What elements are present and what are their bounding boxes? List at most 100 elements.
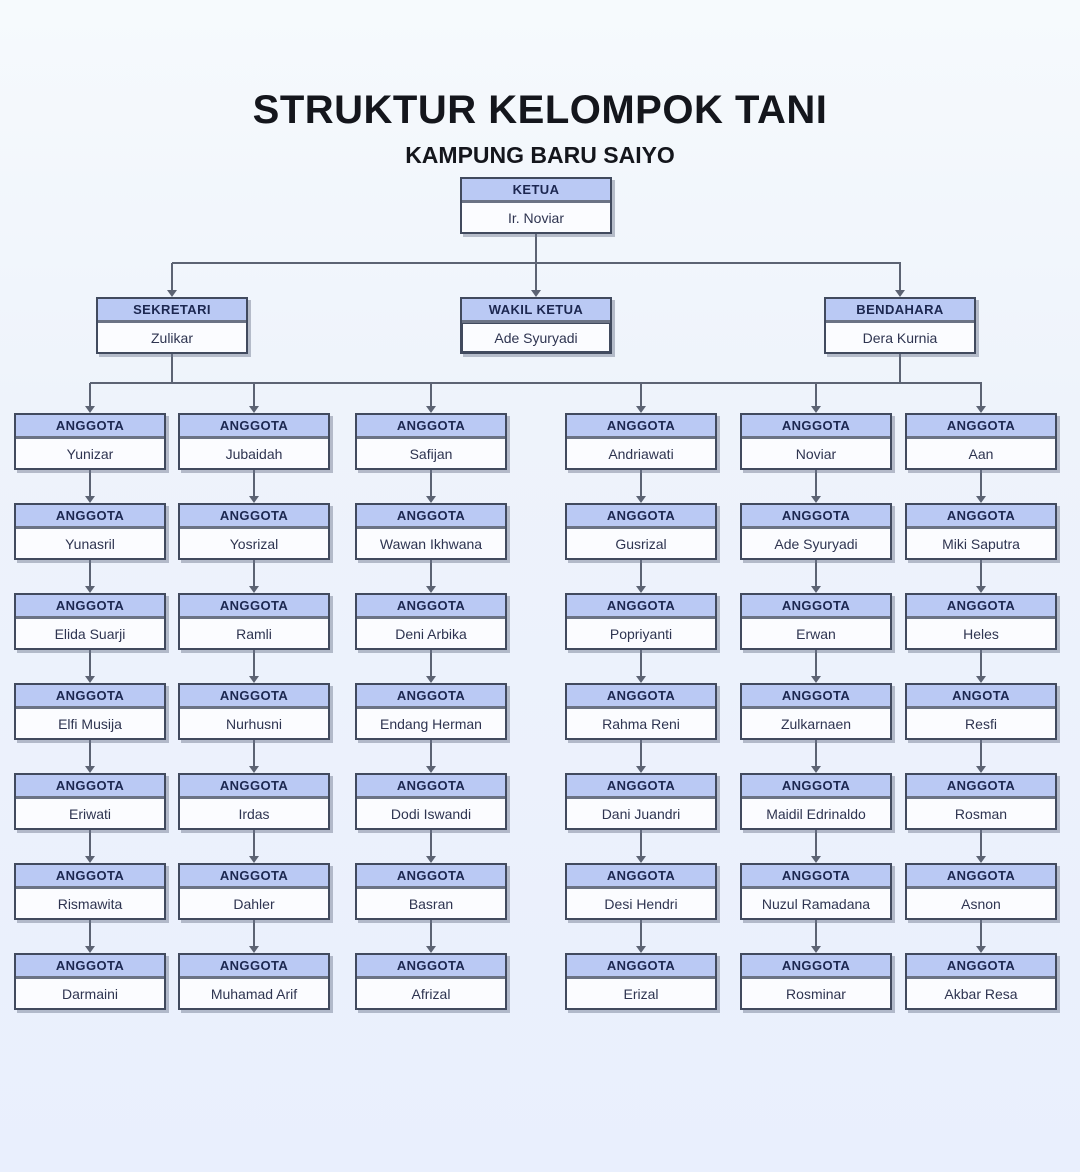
role-header: BENDAHARA	[826, 299, 974, 323]
person-name: Ramli	[180, 619, 328, 648]
person-name: Yunasril	[16, 529, 164, 558]
role-header: ANGGOTA	[357, 595, 505, 619]
connector-line	[640, 470, 642, 497]
person-name: Zulikar	[98, 323, 246, 352]
role-header: ANGGOTA	[567, 415, 715, 439]
arrowhead-icon	[636, 586, 646, 593]
role-header: WAKIL KETUA	[462, 299, 610, 323]
arrowhead-icon	[636, 676, 646, 683]
page-subtitle: KAMPUNG BARU SAIYO	[405, 142, 675, 168]
connector-line	[980, 560, 982, 587]
arrowhead-icon	[636, 496, 646, 503]
arrowhead-icon	[976, 946, 986, 953]
page-title: STRUKTUR KELOMPOK TANI	[252, 88, 828, 132]
person-name: Dera Kurnia	[826, 323, 974, 352]
connector-line	[980, 830, 982, 857]
person-name: Gusrizal	[567, 529, 715, 558]
arrowhead-icon	[249, 586, 259, 593]
person-name: Aan	[907, 439, 1055, 468]
person-name: Safijan	[357, 439, 505, 468]
role-header: ANGGOTA	[180, 955, 328, 979]
arrowhead-icon	[811, 676, 821, 683]
connector-line	[253, 560, 255, 587]
role-header: ANGGOTA	[907, 505, 1055, 529]
person-name: Erwan	[742, 619, 890, 648]
arrowhead-icon	[811, 766, 821, 773]
role-header: ANGGOTA	[742, 595, 890, 619]
connector-line	[815, 470, 817, 497]
person-name: Asnon	[907, 889, 1055, 918]
person-name: Erizal	[567, 979, 715, 1008]
person-name: Ade Syuryadi	[742, 529, 890, 558]
person-name: Ade Syuryadi	[462, 323, 610, 352]
arrowhead-icon	[249, 406, 259, 413]
role-header: ANGGOTA	[180, 595, 328, 619]
connector-line	[815, 740, 817, 767]
connector-line	[90, 382, 982, 384]
connector-line	[171, 354, 173, 383]
role-header: ANGGOTA	[907, 775, 1055, 799]
arrowhead-icon	[636, 406, 646, 413]
person-name: Akbar Resa	[907, 979, 1055, 1008]
role-header: ANGGOTA	[16, 595, 164, 619]
person-name: Darmaini	[16, 979, 164, 1008]
person-name: Rosminar	[742, 979, 890, 1008]
connector-line	[980, 920, 982, 947]
role-header: ANGGOTA	[742, 415, 890, 439]
role-header: ANGGOTA	[567, 685, 715, 709]
connector-line	[430, 383, 432, 407]
arrowhead-icon	[636, 766, 646, 773]
connector-line	[253, 383, 255, 407]
role-header: ANGGOTA	[907, 865, 1055, 889]
connector-line	[253, 470, 255, 497]
connector-line	[253, 920, 255, 947]
connector-line	[430, 470, 432, 497]
connector-line	[640, 383, 642, 407]
role-header: ANGGOTA	[742, 865, 890, 889]
connector-line	[430, 920, 432, 947]
person-name: Andriawati	[567, 439, 715, 468]
connector-line	[171, 263, 173, 291]
arrowhead-icon	[811, 586, 821, 593]
person-name: Heles	[907, 619, 1055, 648]
arrowhead-icon	[531, 290, 541, 297]
person-name: Afrizal	[357, 979, 505, 1008]
person-name: Irdas	[180, 799, 328, 828]
connector-line	[253, 650, 255, 677]
person-name: Desi Hendri	[567, 889, 715, 918]
person-name: Elfi Musija	[16, 709, 164, 738]
person-name: Dahler	[180, 889, 328, 918]
connector-line	[980, 383, 982, 407]
arrowhead-icon	[249, 496, 259, 503]
person-name: Rahma Reni	[567, 709, 715, 738]
connector-line	[253, 830, 255, 857]
role-header: ANGGOTA	[742, 775, 890, 799]
person-name: Maidil Edrinaldo	[742, 799, 890, 828]
person-name: Nuzul Ramadana	[742, 889, 890, 918]
role-header: ANGGOTA	[567, 955, 715, 979]
person-name: Rismawita	[16, 889, 164, 918]
